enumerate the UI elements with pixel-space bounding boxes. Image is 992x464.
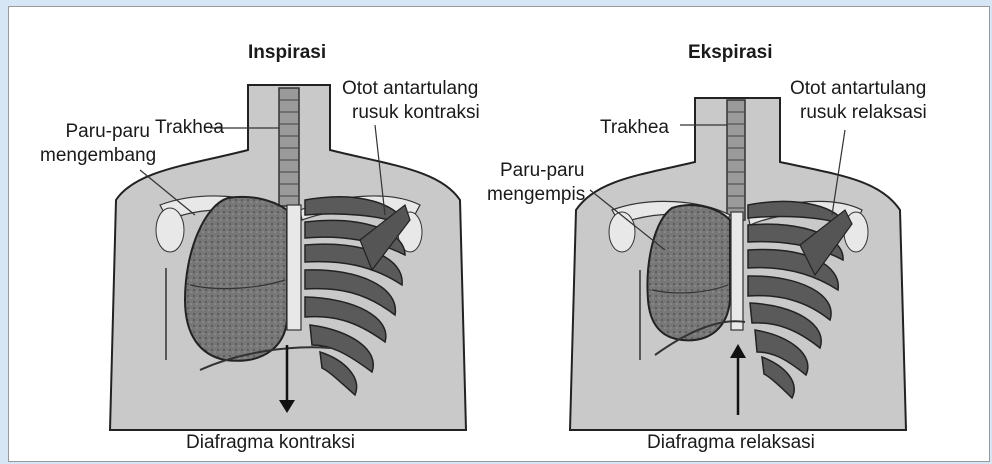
left-muscle-label-line1: Otot antartulang — [342, 78, 478, 100]
expiration-torso — [570, 98, 906, 430]
left-diaphragm-label: Diafragma kontraksi — [186, 432, 355, 454]
left-lung-label-line2: mengembang — [40, 145, 156, 167]
right-muscle-label-line1: Otot antartulang — [790, 78, 926, 100]
left-lung-label-line1: Paru-paru — [50, 121, 150, 143]
right-muscle-label-line2: rusuk relaksasi — [800, 102, 927, 124]
inspiration-title: Inspirasi — [248, 42, 326, 64]
right-trachea-label: Trakhea — [600, 117, 669, 139]
expiration-title: Ekspirasi — [688, 42, 773, 64]
right-lung-deflated — [647, 205, 730, 340]
right-trachea — [727, 100, 745, 220]
right-lung-label-line1: Paru-paru — [500, 160, 585, 182]
left-trachea-label: Trakhea — [155, 117, 224, 139]
left-muscle-label-line2: rusuk kontraksi — [352, 102, 480, 124]
right-diaphragm-label: Diafragma relaksasi — [647, 432, 815, 454]
right-lung-label-line2: mengempis — [487, 184, 585, 206]
left-trachea — [279, 88, 299, 206]
